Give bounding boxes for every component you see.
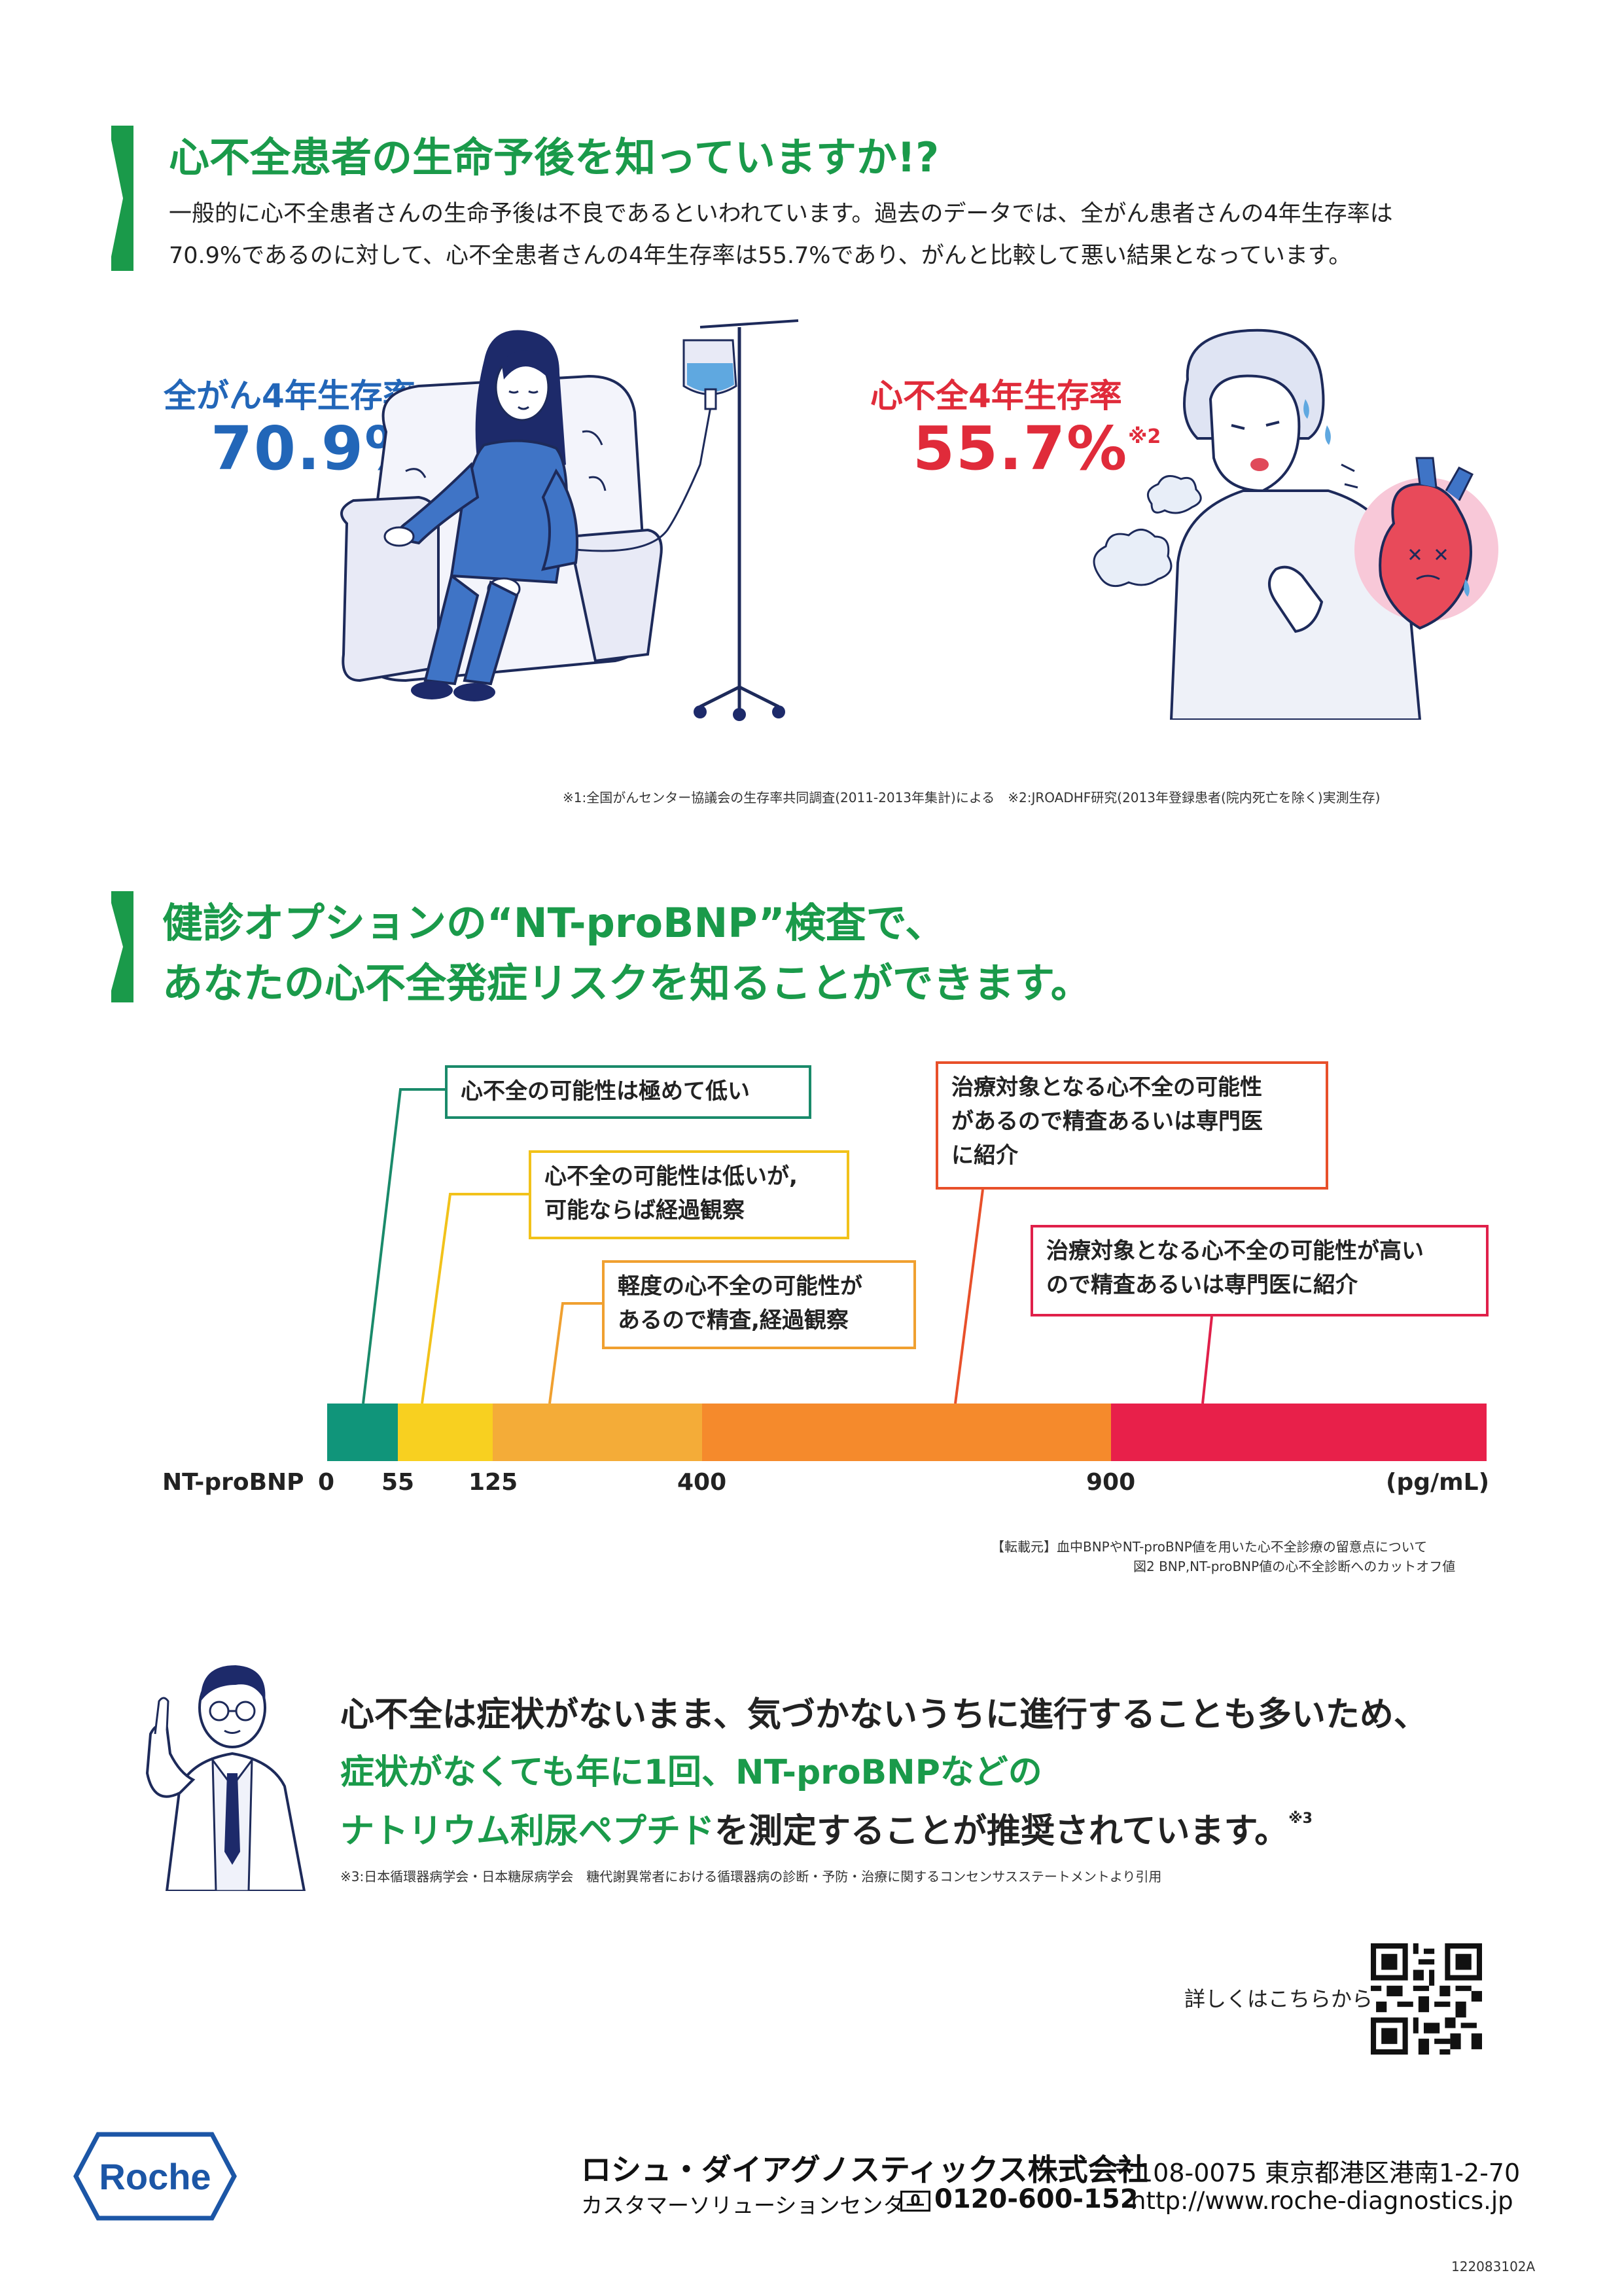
callout-treatment-possible-line1: 治療対象となる心不全の可能性 — [951, 1074, 1262, 1101]
scale-tick-900: 900 — [1086, 1469, 1136, 1496]
section-marker-1 — [111, 126, 133, 271]
heart-patient-illustration — [1093, 328, 1498, 720]
message-line3-rest: を測定することが推奨されています。 — [715, 1812, 1289, 1851]
company-name: ロシュ・ダイアグノスティックス株式会社 — [581, 2152, 1148, 2187]
scale-segment-400-900 — [702, 1404, 1111, 1461]
message-line3-note: ※3 — [1288, 1810, 1313, 1827]
scale-label: NT-proBNP — [162, 1469, 304, 1496]
message-line1: 心不全は症状がないまま、気づかないうちに進行することも多いため、 — [340, 1695, 1428, 1735]
callout-treatment-possible-line3: に紹介 — [951, 1142, 1018, 1169]
hf-survival-note: ※2 — [1128, 425, 1161, 448]
cancer-survival-label: 全がん4年生存率 — [164, 377, 415, 415]
phone-number[interactable]: 0120-600-152 — [934, 2184, 1139, 2214]
scale-segment-55-125 — [398, 1404, 493, 1461]
section1-heading: 心不全患者の生命予後を知っていますか!? — [169, 133, 940, 181]
message-line3-highlight: ナトリウム利尿ペプチド — [340, 1812, 715, 1851]
nt-probnp-scale-bar — [327, 1404, 1487, 1461]
callout-mild-line2: あるので精査,経過観察 — [618, 1307, 849, 1333]
source-line1: 【転載元】血中BNPやNT-proBNP値を用いた心不全診療の留意点について — [991, 1539, 1428, 1555]
section1-paragraph-line2: 70.9%であるのに対して、心不全患者さんの4年生存率は55.7%であり、がんと… — [169, 243, 1352, 269]
qr-code[interactable] — [1371, 1943, 1482, 2055]
scale-segment-900-plus — [1111, 1404, 1487, 1461]
freedial-icon-label: 0 — [910, 2193, 921, 2209]
scale-segment-125-400 — [493, 1404, 702, 1461]
hf-survival-number: 55.7% — [913, 414, 1129, 484]
document-code: 122083102A — [1451, 2259, 1536, 2274]
callout-very-low-line1: 心不全の可能性は極めて低い — [461, 1078, 750, 1104]
message-line3: ナトリウム利尿ペプチドを測定することが推奨されています。※3 — [340, 1803, 1313, 1852]
section2-heading-line2: あなたの心不全発症リスクを知ることができます。 — [162, 959, 1091, 1007]
callout-mild-line1: 軽度の心不全の可能性が — [618, 1273, 862, 1299]
scale-tick-125: 125 — [468, 1469, 518, 1496]
website-url[interactable]: http://www.roche-diagnostics.jp — [1131, 2187, 1513, 2215]
callout-low: 心不全の可能性は低いが, 可能ならば経過観察 — [529, 1150, 849, 1239]
company-address: 〒108-0075 東京都港区港南1-2-70 — [1112, 2159, 1521, 2187]
callout-mild: 軽度の心不全の可能性が あるので精査,経過観察 — [602, 1260, 916, 1349]
scale-segment-0-55 — [327, 1404, 398, 1461]
support-center: カスタマーソリューションセンター — [581, 2193, 927, 2218]
section1-paragraph-line1: 一般的に心不全患者さんの生命予後は不良であるといわれています。過去のデータでは、… — [169, 201, 1393, 227]
section3-footnote: ※3:日本循環器病学会・日本糖尿病学会 糖代謝異常者における循環器病の診断・予防… — [340, 1869, 1162, 1884]
message-line2: 症状がなくても年に1回、NT-proBNPなどの — [340, 1753, 1042, 1792]
source-line2: 図2 BNP,NT-proBNP値の心不全診断へのカットオフ値 — [1133, 1559, 1456, 1574]
qr-label: 詳しくはこちらから — [1184, 1987, 1373, 2011]
scale-tick-400: 400 — [677, 1469, 727, 1496]
callout-treatment-high: 治療対象となる心不全の可能性が高い ので精査あるいは専門医に紹介 — [1031, 1225, 1489, 1316]
section1-footnote: ※1:全国がんセンター協議会の生存率共同調査(2011-2013年集計)による … — [563, 790, 1381, 805]
callout-very-low: 心不全の可能性は極めて低い — [445, 1065, 811, 1119]
patient-chair-illustration — [340, 319, 799, 721]
section2-heading-line1: 健診オプションの“NT-proBNP”検査で、 — [162, 899, 946, 947]
hf-survival-value: 55.7%※2 — [913, 414, 1161, 484]
callout-treatment-high-line1: 治療対象となる心不全の可能性が高い — [1046, 1238, 1424, 1264]
callout-connectors — [362, 1088, 1213, 1404]
roche-logo-text: Roche — [99, 2156, 211, 2197]
callout-low-line1: 心不全の可能性は低いが, — [544, 1163, 798, 1190]
scale-tick-0: 0 — [318, 1469, 335, 1496]
scale-unit: (pg/mL) — [1386, 1469, 1490, 1496]
scale-tick-55: 55 — [381, 1469, 415, 1496]
roche-logo[interactable]: Roche — [73, 2132, 237, 2221]
hf-survival-label: 心不全4年生存率 — [870, 377, 1122, 415]
freedial-icon: 0 — [900, 2191, 930, 2212]
callout-treatment-possible: 治療対象となる心不全の可能性 があるので精査あるいは専門医 に紹介 — [936, 1061, 1328, 1190]
callout-treatment-high-line2: ので精査あるいは専門医に紹介 — [1046, 1272, 1358, 1298]
callout-treatment-possible-line2: があるので精査あるいは専門医 — [951, 1108, 1263, 1135]
callout-low-line2: 可能ならば経過観察 — [544, 1197, 745, 1224]
section-marker-2 — [111, 891, 133, 1002]
doctor-illustration — [145, 1665, 306, 1891]
